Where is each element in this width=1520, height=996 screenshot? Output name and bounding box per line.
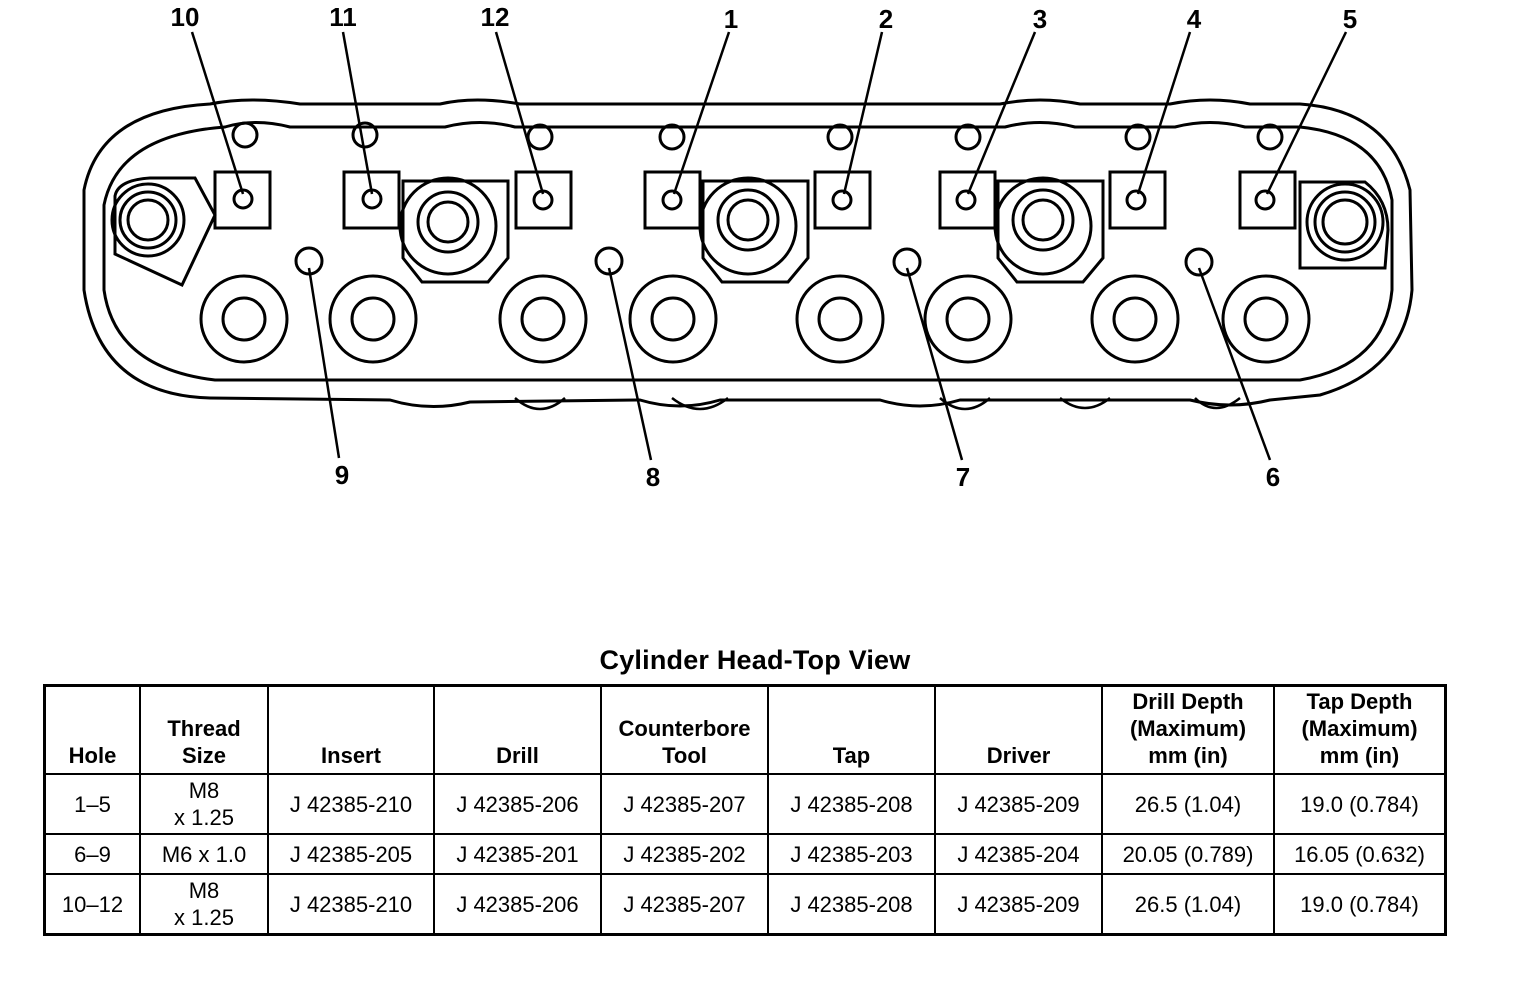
cell-drill-depth: 20.05 (0.789) bbox=[1101, 833, 1275, 875]
cell-hole: 6–9 bbox=[43, 833, 141, 875]
cell-drill-depth: 26.5 (1.04) bbox=[1101, 873, 1275, 936]
callout-7: 7 bbox=[956, 462, 970, 492]
hole-5-boss bbox=[1238, 170, 1297, 230]
header-insert: Insert bbox=[267, 684, 435, 775]
header-tap: Tap bbox=[767, 684, 936, 775]
cell-counterbore: J 42385-207 bbox=[600, 773, 769, 835]
hole-7 bbox=[892, 247, 922, 277]
hole-11-boss bbox=[342, 170, 401, 230]
cell-drill-depth: 26.5 (1.04) bbox=[1101, 773, 1275, 835]
cell-drill: J 42385-206 bbox=[433, 773, 602, 835]
cell-tap-depth: 19.0 (0.784) bbox=[1273, 773, 1447, 835]
cell-drill: J 42385-201 bbox=[433, 833, 602, 875]
cell-driver: J 42385-204 bbox=[934, 833, 1103, 875]
cell-tap: J 42385-203 bbox=[767, 833, 936, 875]
cell-tap: J 42385-208 bbox=[767, 773, 936, 835]
cell-driver: J 42385-209 bbox=[934, 773, 1103, 835]
callout-6: 6 bbox=[1266, 462, 1280, 492]
hole-10-boss bbox=[213, 170, 272, 230]
cell-counterbore: J 42385-207 bbox=[600, 873, 769, 936]
cell-tap: J 42385-208 bbox=[767, 873, 936, 936]
hole-12-boss bbox=[514, 170, 573, 230]
cell-insert: J 42385-210 bbox=[267, 873, 435, 936]
header-driver: Driver bbox=[934, 684, 1103, 775]
header-hole: Hole bbox=[43, 684, 141, 775]
hole-8 bbox=[594, 246, 624, 276]
table-row: 6–9 M6 x 1.0 J 42385-205 J 42385-201 J 4… bbox=[43, 833, 1447, 875]
header-tap-depth: Tap Depth(Maximum)mm (in) bbox=[1273, 684, 1447, 775]
cell-insert: J 42385-205 bbox=[267, 833, 435, 875]
callout-9: 9 bbox=[335, 460, 349, 490]
cylinder-head-diagram: 10 11 12 1 2 3 4 5 9 8 7 6 bbox=[82, 2, 1414, 492]
cell-drill: J 42385-206 bbox=[433, 873, 602, 936]
callout-2: 2 bbox=[879, 4, 893, 34]
cell-thread-size: M6 x 1.0 bbox=[139, 833, 269, 875]
callout-12: 12 bbox=[481, 2, 510, 32]
callout-8: 8 bbox=[646, 462, 660, 492]
hole-1-boss bbox=[643, 170, 702, 230]
hole-3-boss bbox=[938, 170, 997, 230]
figure-caption: Cylinder Head-Top View bbox=[599, 645, 911, 675]
hole-2-boss bbox=[813, 170, 872, 230]
head-inner-outline bbox=[102, 121, 1394, 382]
callout-5: 5 bbox=[1343, 4, 1357, 34]
callout-10: 10 bbox=[171, 2, 200, 32]
callout-3: 3 bbox=[1033, 4, 1047, 34]
callout-1: 1 bbox=[724, 4, 738, 34]
callout-4: 4 bbox=[1187, 4, 1202, 34]
header-drill-depth: Drill Depth(Maximum)mm (in) bbox=[1101, 684, 1275, 775]
cell-hole: 1–5 bbox=[43, 773, 141, 835]
cell-tap-depth: 19.0 (0.784) bbox=[1273, 873, 1447, 936]
hole-6 bbox=[1184, 247, 1214, 277]
hole-4-boss bbox=[1108, 170, 1167, 230]
cell-tap-depth: 16.05 (0.632) bbox=[1273, 833, 1447, 875]
cell-driver: J 42385-209 bbox=[934, 873, 1103, 936]
cell-counterbore: J 42385-202 bbox=[600, 833, 769, 875]
head-outer-outline bbox=[82, 98, 1414, 408]
cell-hole: 10–12 bbox=[43, 873, 141, 936]
cell-insert: J 42385-210 bbox=[267, 773, 435, 835]
header-drill: Drill bbox=[433, 684, 602, 775]
callout-11: 11 bbox=[329, 2, 357, 32]
